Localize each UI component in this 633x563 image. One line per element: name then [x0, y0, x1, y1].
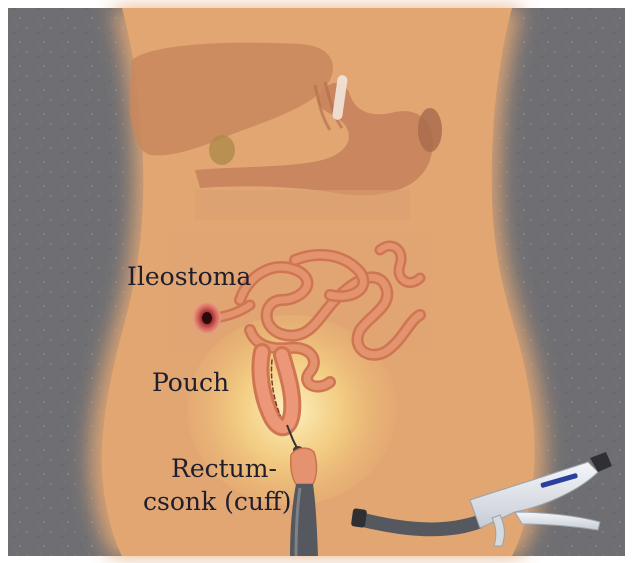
ileostoma-stoma — [193, 302, 221, 334]
gallbladder — [209, 135, 235, 165]
stapler-shaft — [290, 484, 318, 556]
label-rectum-line1: Rectum- — [171, 455, 277, 483]
transverse-band — [195, 190, 410, 220]
rectal-cuff — [291, 448, 317, 484]
label-ileostoma: Ileostoma — [127, 263, 251, 291]
spleen — [418, 108, 442, 152]
label-pouch: Pouch — [152, 369, 229, 397]
label-rectum-line2: csonk (cuff) — [143, 488, 291, 516]
